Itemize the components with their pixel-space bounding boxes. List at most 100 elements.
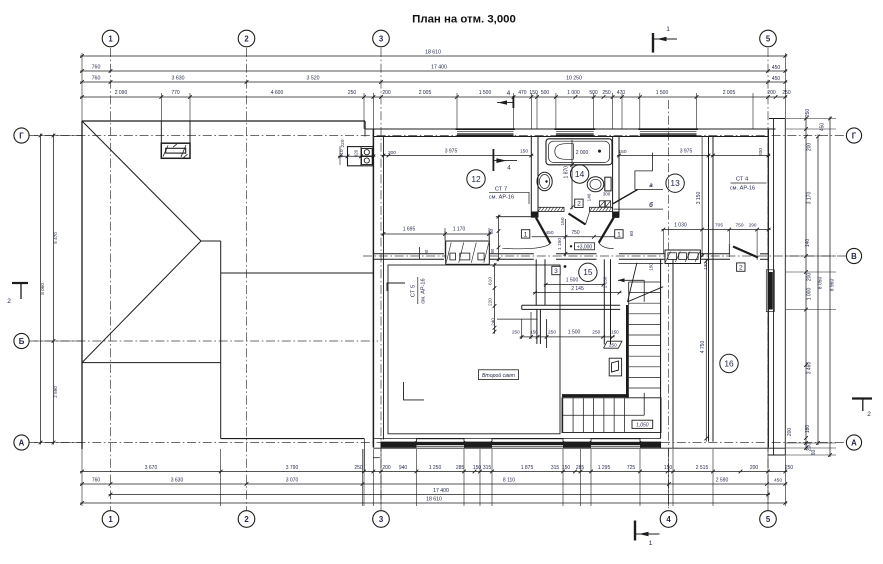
svg-text:12: 12 [471,174,481,184]
svg-text:140: 140 [587,193,592,201]
svg-text:2: 2 [244,515,249,524]
svg-text:220: 220 [340,139,346,147]
svg-text:200: 200 [382,465,391,471]
svg-text:4: 4 [507,165,511,172]
svg-text:2: 2 [7,298,11,305]
svg-text:10 250: 10 250 [566,76,582,82]
svg-text:450: 450 [772,76,781,82]
svg-text:150: 150 [562,465,571,471]
svg-text:2: 2 [577,201,581,208]
svg-text:3 975: 3 975 [445,149,458,155]
svg-text:8 960: 8 960 [830,279,836,292]
svg-text:1: 1 [524,231,528,238]
svg-text:1: 1 [108,515,113,524]
svg-text:А: А [19,438,25,447]
svg-text:220: 220 [488,298,493,306]
svg-text:1 170: 1 170 [453,227,466,233]
svg-text:5 470: 5 470 [53,232,58,244]
svg-text:150: 150 [529,90,538,96]
svg-text:3: 3 [379,34,384,43]
svg-text:2 590: 2 590 [53,386,58,398]
svg-text:1 500: 1 500 [656,90,669,96]
svg-text:1: 1 [108,34,113,43]
svg-text:320: 320 [354,149,359,157]
svg-text:60: 60 [629,231,635,237]
svg-text:200: 200 [787,428,793,437]
svg-text:13: 13 [670,178,680,188]
svg-text:130: 130 [703,262,708,270]
svg-text:Г: Г [19,131,24,140]
svg-text:4 600: 4 600 [271,90,284,96]
svg-text:18 610: 18 610 [425,50,441,56]
svg-text:3 150: 3 150 [696,192,702,205]
svg-text:2: 2 [739,265,743,272]
svg-text:180: 180 [805,425,811,434]
svg-text:470: 470 [617,90,626,96]
svg-text:4 750: 4 750 [700,341,706,354]
svg-text:200: 200 [750,465,759,471]
svg-text:450: 450 [774,478,782,484]
svg-text:2 590: 2 590 [716,477,729,483]
svg-text:60: 60 [811,450,817,456]
svg-text:16: 16 [724,358,734,368]
svg-text:250: 250 [348,90,357,96]
svg-text:14: 14 [575,169,585,179]
svg-text:450: 450 [545,230,553,236]
svg-text:760: 760 [92,76,101,82]
svg-text:250: 250 [785,465,794,471]
svg-text:770: 770 [171,90,180,96]
svg-text:200: 200 [758,148,764,156]
svg-text:1 000: 1 000 [807,288,813,301]
svg-text:1 130: 1 130 [603,276,608,288]
svg-text:90: 90 [424,249,429,254]
svg-text:200: 200 [388,150,396,156]
svg-text:+3,000: +3,000 [577,244,593,250]
svg-text:б: б [649,202,653,209]
svg-text:150: 150 [664,465,673,471]
svg-text:2 515: 2 515 [696,465,709,471]
svg-text:8 110: 8 110 [503,477,515,483]
svg-text:3: 3 [554,268,558,275]
svg-text:250: 250 [512,329,520,334]
svg-text:140: 140 [805,239,811,248]
svg-text:1 250: 1 250 [429,465,442,471]
svg-text:2 005: 2 005 [419,90,432,96]
svg-text:2 000: 2 000 [576,150,589,156]
svg-text:750: 750 [571,230,580,236]
svg-text:2: 2 [867,411,871,418]
svg-text:5: 5 [766,515,771,524]
svg-text:500: 500 [589,90,598,96]
svg-text:150: 150 [560,217,566,225]
svg-text:4: 4 [507,90,511,97]
svg-text:760: 760 [92,477,101,483]
svg-text:Второй свет: Второй свет [482,372,516,379]
svg-text:Г: Г [852,131,857,140]
svg-text:15: 15 [583,267,593,277]
svg-text:315: 315 [551,465,560,471]
svg-text:3 630: 3 630 [172,76,185,82]
svg-text:5: 5 [766,34,771,43]
svg-text:В: В [851,252,857,261]
svg-text:705: 705 [715,222,723,228]
svg-text:940: 940 [399,465,408,471]
svg-text:750: 750 [735,222,743,228]
svg-text:1 030: 1 030 [674,222,687,228]
svg-text:250: 250 [805,109,811,118]
svg-text:17 400: 17 400 [433,488,449,494]
svg-text:285: 285 [576,465,585,471]
svg-text:200: 200 [807,443,813,452]
svg-text:СТ 7: СТ 7 [495,187,507,193]
svg-text:2: 2 [244,34,249,43]
svg-text:А: А [851,438,857,447]
svg-text:3 520: 3 520 [307,76,320,82]
svg-text:150: 150 [611,329,619,334]
svg-text:СТ 4: СТ 4 [736,177,749,183]
svg-text:3: 3 [379,515,384,524]
svg-text:150: 150 [649,263,654,271]
svg-text:760: 760 [92,65,101,71]
svg-text:450: 450 [820,123,826,132]
svg-text:1 500: 1 500 [568,329,581,335]
svg-text:1 875: 1 875 [521,465,534,471]
svg-text:см. АР-16: см. АР-16 [421,278,427,303]
svg-text:250: 250 [609,342,617,347]
